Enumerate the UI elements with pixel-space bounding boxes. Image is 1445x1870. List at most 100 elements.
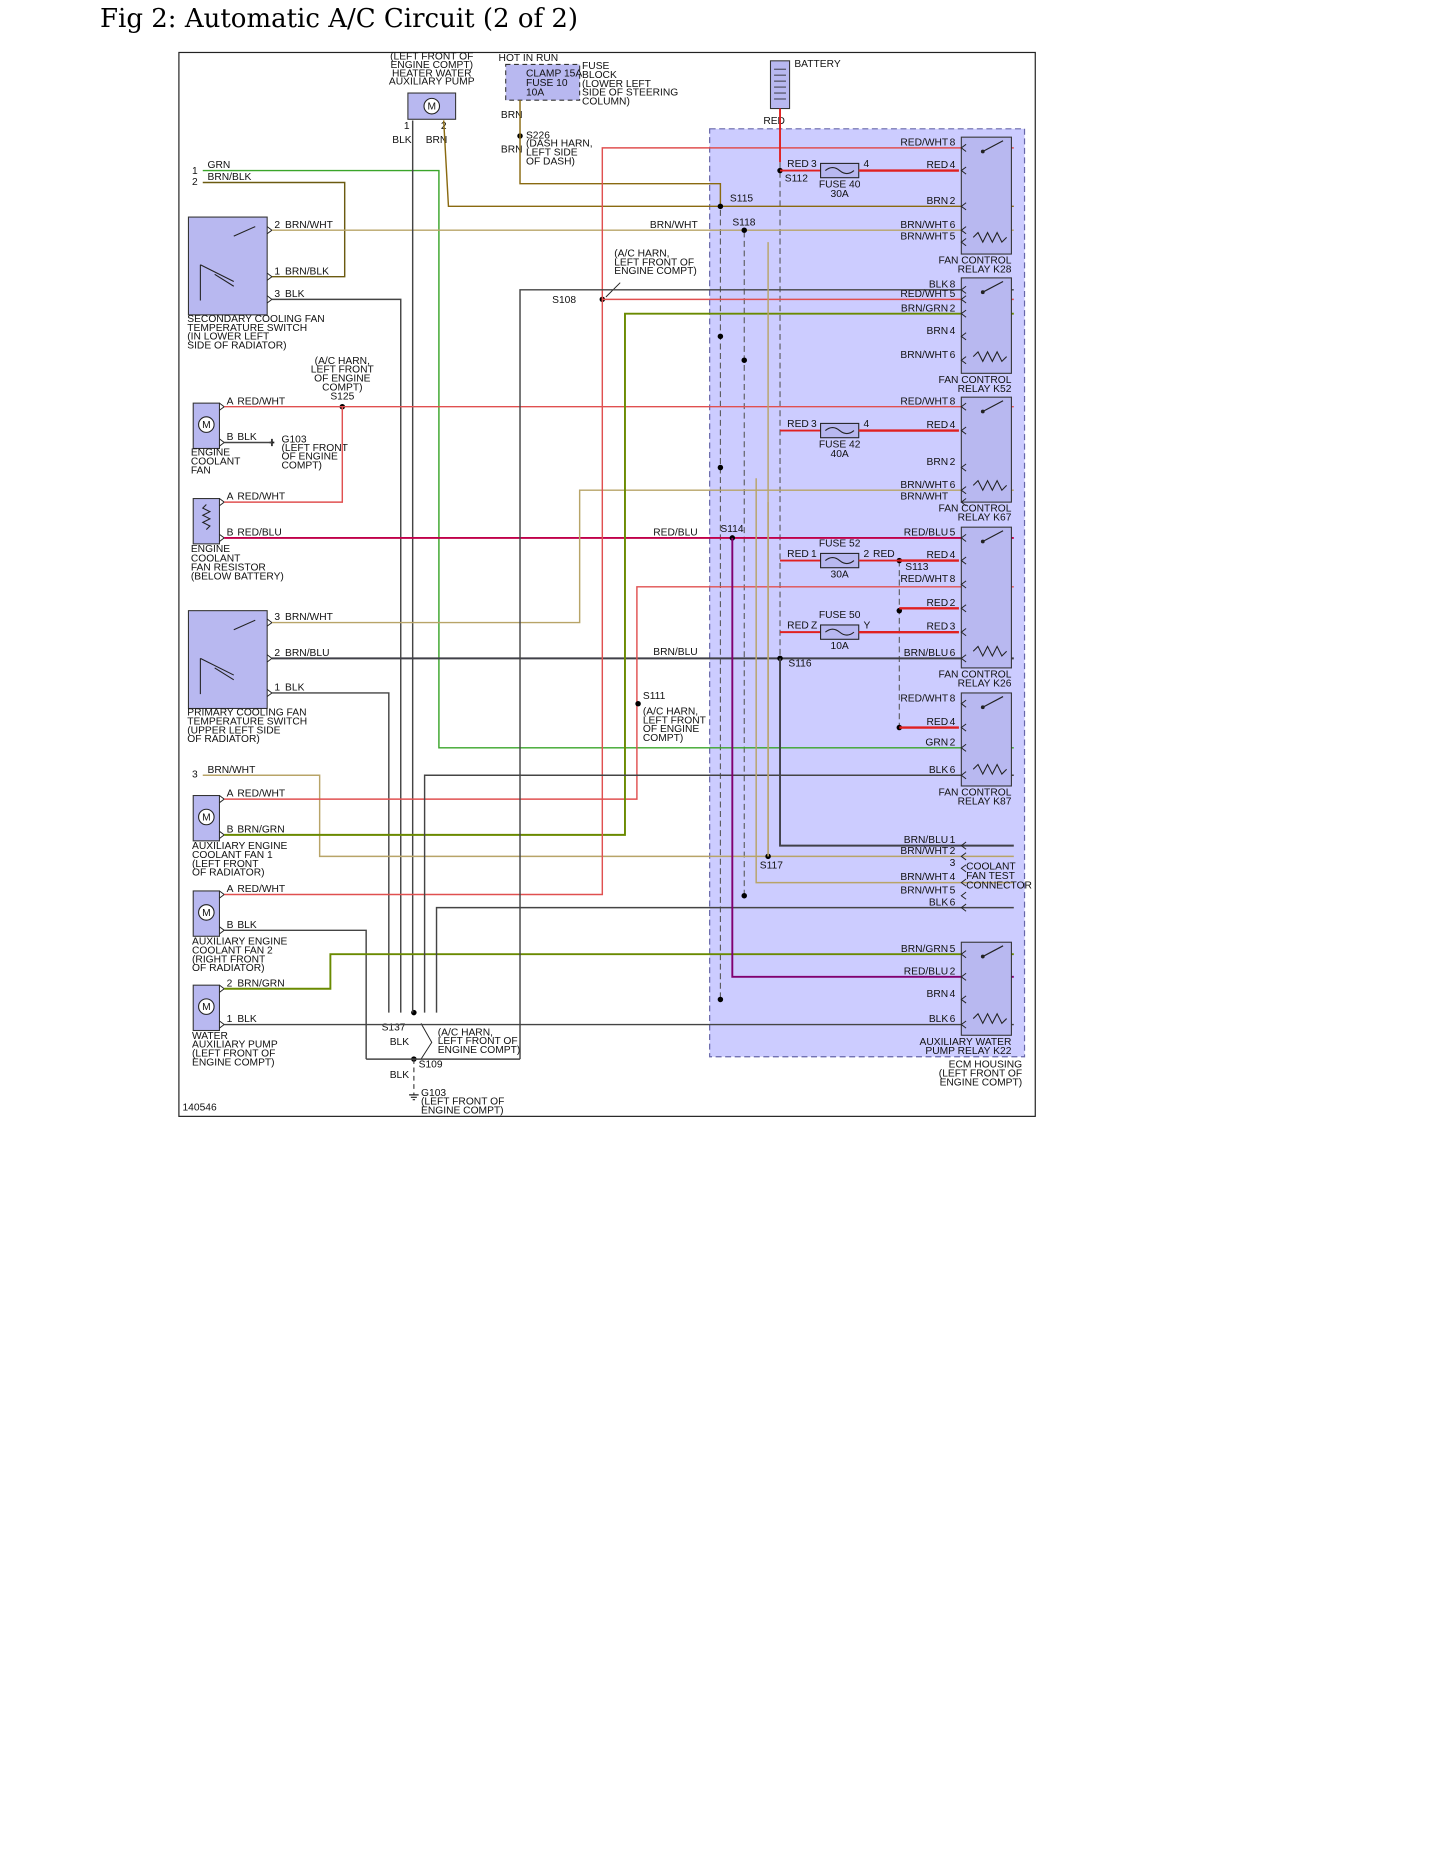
label-line: 6 (950, 1014, 956, 1025)
label: BLK (285, 683, 305, 694)
wire-brn-wht-input3 (202, 774, 1014, 858)
label: BRN/WHT (900, 232, 949, 243)
fan-control-relay-k52 (960, 277, 1012, 374)
label-line: S108 (552, 295, 576, 306)
label-line: 10A (831, 641, 849, 652)
wire-red-blu-k22 (731, 537, 1014, 978)
label: 5 (950, 944, 956, 955)
label-line: RED/BLU (904, 528, 948, 539)
coolant-connector-pin (960, 852, 967, 861)
connector-chevron (219, 402, 226, 411)
label-line: 1 (227, 1014, 233, 1025)
label-line: BRN/BLU (904, 835, 948, 846)
label-line: FAN (191, 466, 211, 477)
label-line: COOLANT (966, 861, 1016, 872)
label: 6 (950, 765, 956, 776)
relay-coil-icon (972, 645, 1008, 658)
label-line: S117 (760, 860, 783, 871)
label-line: BLK (929, 765, 949, 776)
label-line: BLK (929, 897, 949, 908)
label: 40A (831, 449, 849, 460)
label-line: RELAY K87 (958, 797, 1012, 808)
relay-contact-dot (980, 149, 985, 154)
label-line: M (202, 420, 211, 431)
label-line: (LOWER LEFT (582, 79, 652, 90)
label-line: BLOCK (582, 70, 617, 81)
switch-contacts (199, 226, 256, 301)
label: 4 (950, 160, 956, 171)
engine-coolant-fan-motor-icon (198, 416, 215, 433)
label-line: 5 (950, 232, 956, 243)
label-line: BLK (285, 289, 305, 300)
label-line: COMPT) (643, 733, 683, 744)
label: BRN/WHT (650, 220, 699, 231)
relay-coil-icon (972, 763, 1008, 776)
label-line: BRN/GRN (901, 944, 948, 955)
diagram-frame (178, 51, 1036, 1117)
label-line: 1 (404, 121, 410, 132)
label-line: ENGINE COMPT) (614, 266, 697, 277)
label-line: RED (927, 420, 949, 431)
label-line: BRN (927, 196, 949, 207)
relay-switch-contact (982, 696, 1004, 708)
label: FUSE 10 (526, 78, 568, 89)
label-line: ENGINE (191, 448, 230, 459)
coolant-connector-pin (960, 841, 967, 850)
label-line: A (227, 789, 234, 800)
label-line: BRN (927, 457, 949, 468)
label: 2 (864, 549, 870, 560)
label-line: RED (873, 549, 895, 560)
label-line: SIDE OF STEERING (582, 88, 678, 99)
splice-dot (777, 655, 783, 662)
label: GRN (208, 160, 231, 171)
label-line: RED (787, 159, 809, 170)
label-line: 3 (811, 419, 817, 430)
label-line: 4 (950, 989, 956, 1000)
label-line: RED/WHT (237, 396, 286, 407)
label-line: (LEFT FRONT OF (939, 1069, 1022, 1080)
label-line: AUXILIARY PUMP (192, 1040, 278, 1051)
label: 1 (950, 835, 956, 846)
auxiliary-water-pump-relay-k22-pin (960, 1020, 967, 1029)
label-line: Y (864, 621, 871, 632)
label-line: RED (787, 419, 809, 430)
label-line: RELAY K26 (958, 679, 1012, 690)
relay-switch-contact (982, 280, 1004, 293)
label-line: CONNECTOR (966, 881, 1032, 892)
fan-control-relay-k52-pin (960, 285, 967, 294)
label-line: BRN/WHT (285, 612, 334, 623)
label-line: (DASH HARN, (526, 139, 593, 150)
motor-letter: M (202, 420, 211, 431)
label: BRN/WHT (900, 350, 949, 361)
label: 6 (950, 220, 956, 231)
label-line: BRN (927, 326, 949, 337)
connector-chevron (266, 226, 273, 235)
label: BLK (929, 279, 949, 290)
label-line: BLK (929, 279, 949, 290)
auxiliary-engine-coolant-fan-1-motor-icon (198, 808, 215, 826)
fan-control-relay-k52-pin (960, 356, 967, 365)
label-line: LEFT FRONT OF (438, 1036, 518, 1047)
label-line: RED/WHT (900, 396, 949, 407)
coolant-connector-pin (960, 864, 967, 873)
relay-contact-dot (980, 539, 985, 544)
label: 2 (950, 737, 956, 748)
label-line: RED/BLU (653, 528, 697, 539)
wire-brn-heater-pump (442, 120, 1014, 208)
label-line: OF DASH) (526, 156, 575, 167)
label-line: S114 (720, 524, 743, 535)
connector-chevron (266, 295, 273, 304)
label-line: FUSE 40 (819, 179, 861, 190)
label-line: 8 (950, 396, 956, 407)
label-line: 40A (831, 449, 849, 460)
